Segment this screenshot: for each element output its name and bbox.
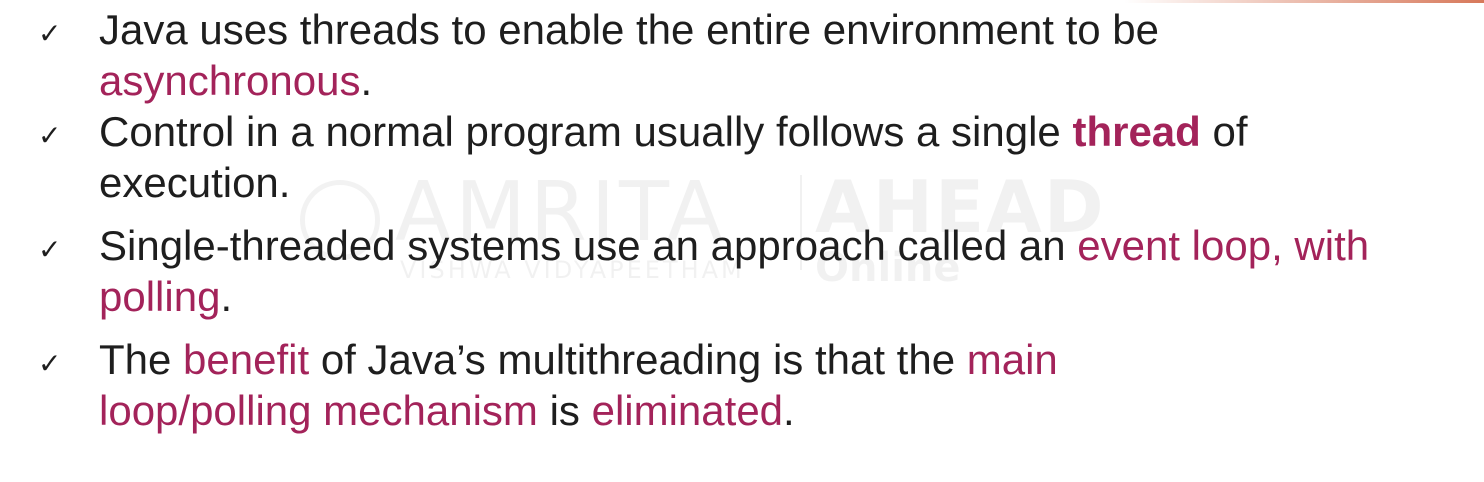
text-segment: . <box>360 57 373 104</box>
text-segment: . <box>220 273 233 320</box>
text-segment: Single-threaded systems use an approach … <box>99 222 1078 269</box>
bullet-text: The benefit of Java’s multithreading is … <box>99 334 1229 436</box>
text-segment: of Java’s multithreading is that the <box>309 336 967 383</box>
text-segment: The <box>99 336 184 383</box>
checkmark-icon: ✓ <box>38 347 62 380</box>
highlight-term: eliminated <box>591 387 784 434</box>
text-segment: of execution. <box>99 108 1248 206</box>
checkmark-icon: ✓ <box>38 233 62 266</box>
text-segment: Java uses threads to enable the entire e… <box>99 6 1160 53</box>
highlight-term: benefit <box>183 336 310 383</box>
bullet-text: Single-threaded systems use an approach … <box>99 220 1399 322</box>
text-segment: . <box>783 387 795 434</box>
highlight-term: main loop/polling mechanism <box>99 336 1058 434</box>
highlight-term: asynchronous <box>99 57 361 104</box>
checkmark-icon: ✓ <box>38 17 62 50</box>
checkmark-icon: ✓ <box>38 119 62 152</box>
text-segment: Control in a normal program usually foll… <box>99 108 1073 155</box>
top-accent-bar <box>1124 0 1484 3</box>
text-segment: is <box>537 387 592 434</box>
bullet-text: Java uses threads to enable the entire e… <box>99 4 1399 106</box>
highlight-term-bold: thread <box>1072 108 1201 155</box>
highlight-term: event loop, with polling <box>99 222 1370 320</box>
bullet-text: Control in a normal program usually foll… <box>99 106 1399 208</box>
